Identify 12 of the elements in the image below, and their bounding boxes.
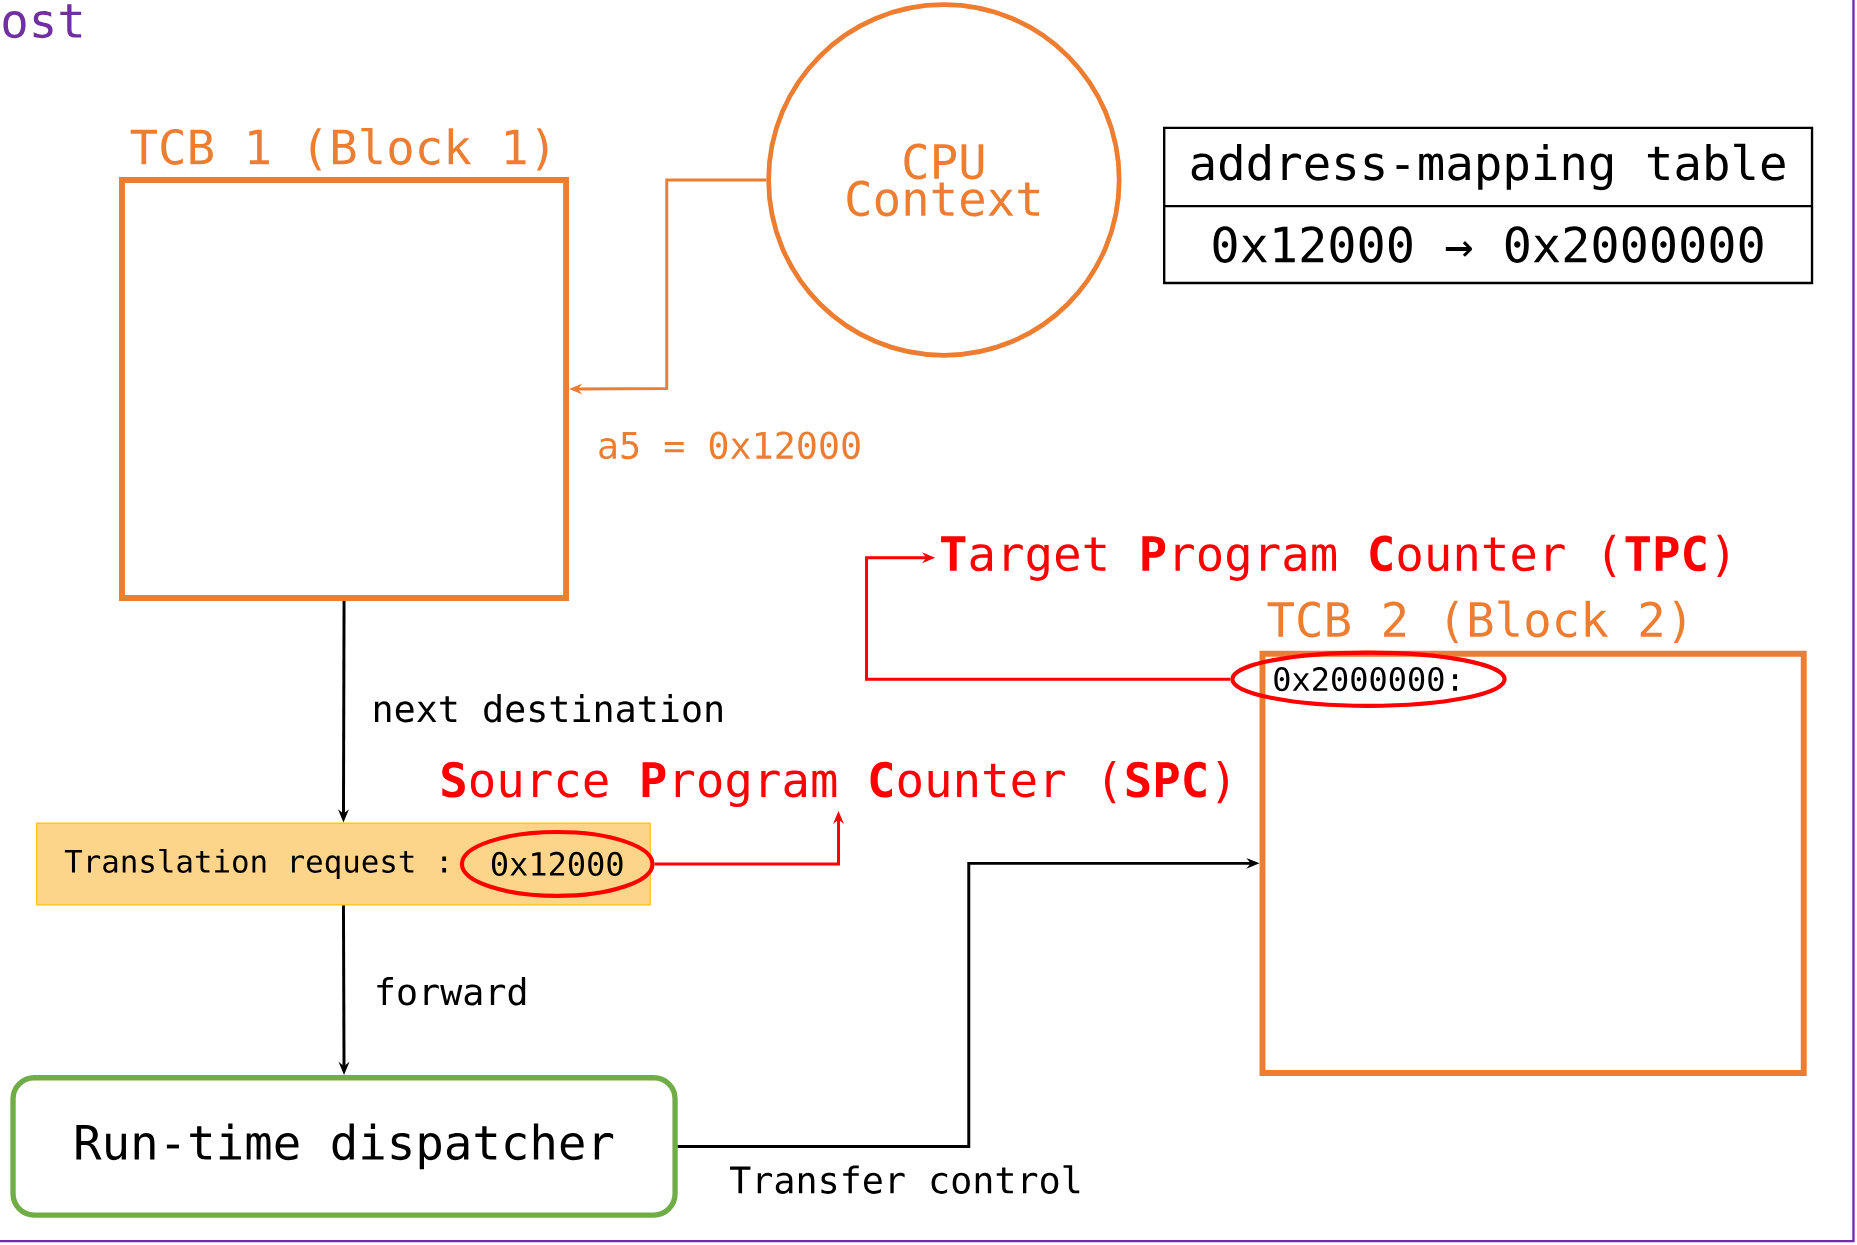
mapping-table: address-mapping table 0x12000 → 0x2000000	[1163, 126, 1814, 285]
heading-fragment: ost	[3, 4, 82, 39]
edge-label: forward	[377, 977, 526, 1006]
counter-title: Target Program Counter (TPC)	[941, 534, 1728, 581]
edge-label: a5 = 0x12000	[599, 431, 860, 460]
edge-label: Transfer control	[730, 1165, 1080, 1195]
arrow	[865, 552, 1231, 681]
block-heading: TCB 2 (Block 2)	[1267, 600, 1685, 644]
counter-title: Source Program Counter (SPC)	[442, 761, 1228, 808]
block-heading: TCB 1 (Block 1)	[130, 128, 548, 171]
edge-label: next destination	[375, 694, 722, 723]
dispatcher-box: Run-time dispatcher	[10, 1075, 678, 1218]
